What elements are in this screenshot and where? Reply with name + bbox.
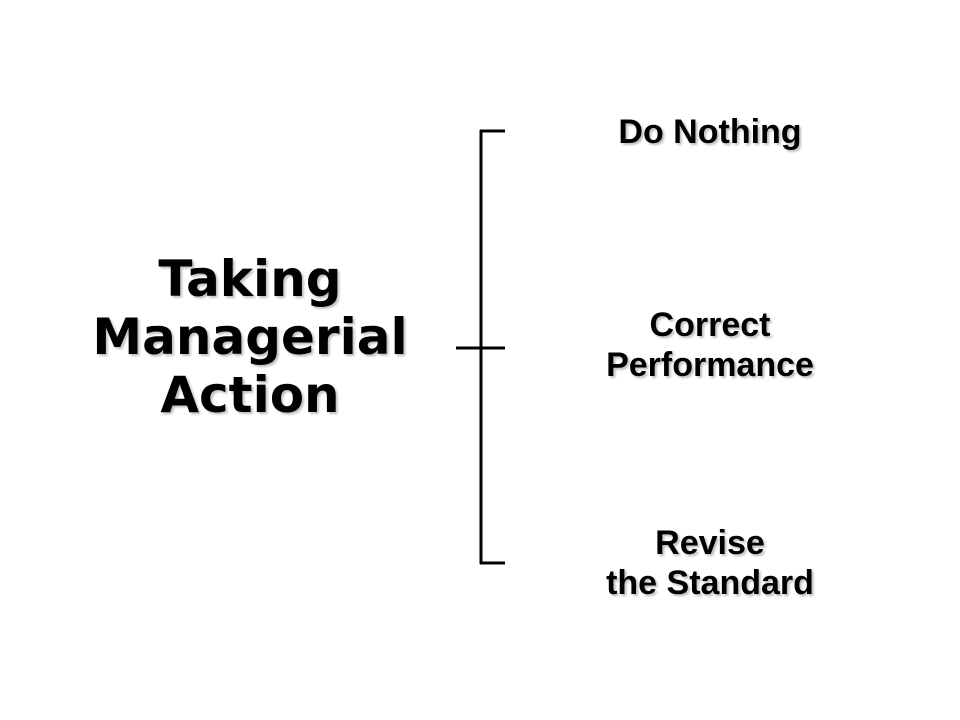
option-2-line-1: Correct (649, 306, 771, 344)
root-line-2: Managerial (92, 308, 408, 366)
option-3-line-1: Revise (655, 524, 765, 562)
option-revise-standard: Revise the Standard (560, 523, 860, 603)
option-2-line-2: Performance (606, 346, 814, 384)
option-do-nothing: Do Nothing (560, 112, 860, 152)
option-3-line-2: the Standard (606, 564, 814, 602)
option-1-line-1: Do Nothing (618, 113, 802, 151)
root-node-label: Taking Managerial Action (60, 250, 440, 424)
root-line-3: Action (160, 366, 340, 424)
option-correct-performance: Correct Performance (560, 305, 860, 385)
root-line-1: Taking (158, 250, 342, 308)
